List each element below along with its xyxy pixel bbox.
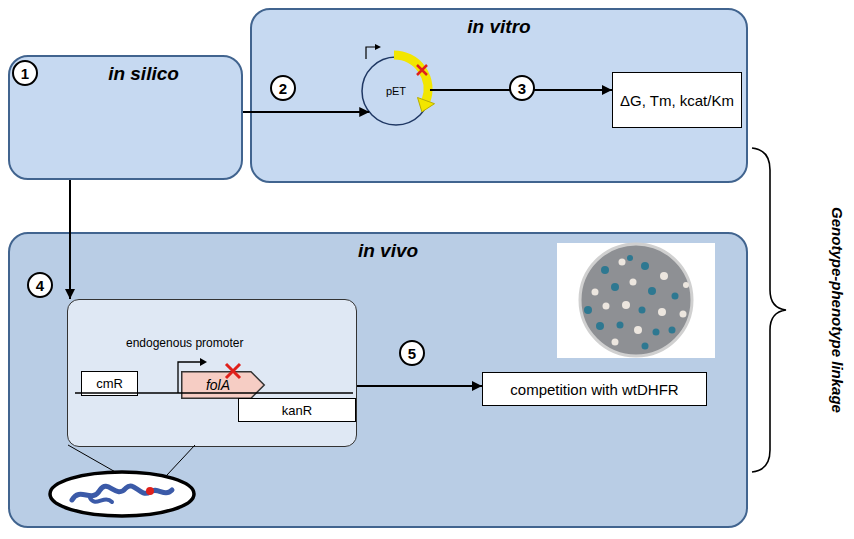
callout-number: 2 [270, 75, 296, 101]
callout-number: 5 [399, 340, 425, 366]
measurement-box: ΔG, Tm, kcat/Km [612, 72, 742, 128]
node-label: competition with wtDHFR [510, 381, 678, 398]
stage-panel: in vitro pET ΔG, Tm, kcat/Km [250, 8, 748, 183]
node-label: kanR [282, 403, 312, 418]
stage-panel: in vivo endogenous promoter cmR folA kanR com… [8, 232, 748, 528]
node-label: ΔG, Tm, kcat/Km [620, 92, 734, 109]
side-label: Genotype-phenotype linkage [824, 170, 846, 450]
callout-number: 1 [12, 60, 38, 86]
marker-gene-box: kanR [238, 398, 356, 422]
node-label: folA [206, 377, 240, 393]
panel-title: in silico [46, 63, 241, 85]
panel-title: in vitro [252, 16, 746, 38]
node-label: pET [386, 85, 406, 97]
node-label: cmR [96, 376, 123, 391]
callout-number: 3 [509, 75, 535, 101]
node-label: endogenous promoter [126, 336, 243, 350]
bracket [752, 148, 786, 472]
gene-arrow: folA [181, 371, 265, 399]
construct-box: endogenous promoter cmR folA kanR [67, 299, 357, 447]
assay-box: competition with wtDHFR [482, 372, 707, 406]
stage-panel: in silico [8, 55, 243, 180]
callout-number: 4 [27, 272, 53, 298]
gene-shape [182, 372, 265, 399]
panel-title: in vivo [30, 240, 746, 262]
plasmid-ring [362, 57, 430, 125]
plasmid-circle: pET [350, 47, 442, 135]
marker-gene-box: cmR [81, 371, 138, 396]
